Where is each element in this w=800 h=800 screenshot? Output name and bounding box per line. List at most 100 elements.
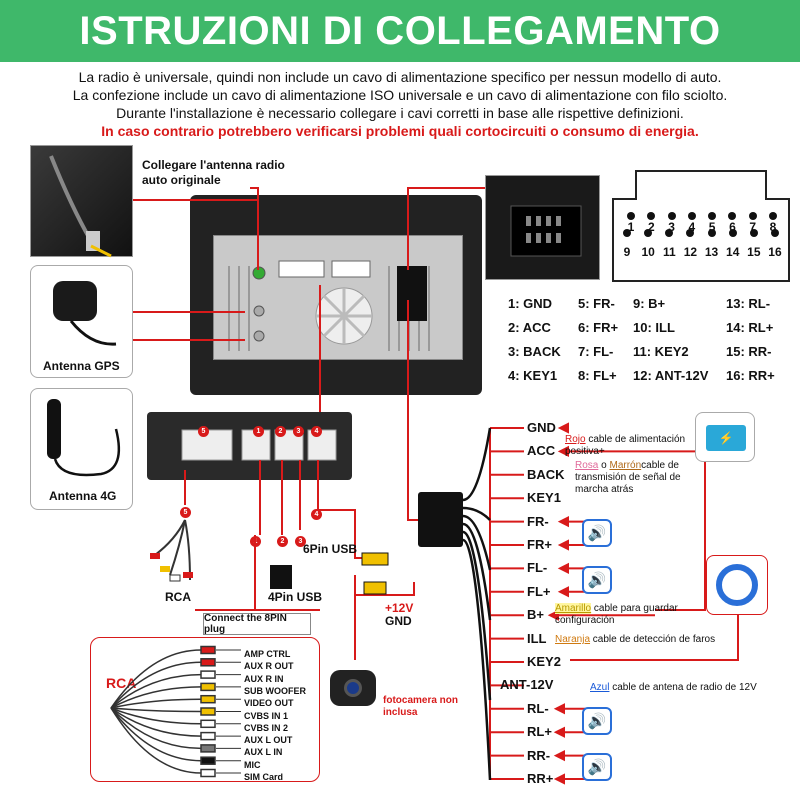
pin-dot-icon [647,212,656,220]
speaker-icon: 🔊 [582,753,612,782]
rca-fan-wire [110,707,202,774]
rca-fan-wire [110,707,202,750]
rca-plug-icon [200,694,216,704]
battery-icon: ⚡ [706,425,746,451]
pin-dot-icon [627,212,635,220]
rca-fan-wire [110,698,202,709]
rca-item: CVBS IN 2 [244,722,289,733]
pin-table-cell: 10: ILL [633,320,675,335]
pin-dot-icon [768,212,777,220]
rca-fan-wire [110,707,202,725]
rca-fan-wire [110,707,202,737]
iso-plug-icon [510,205,582,257]
wire-arrow-icon [557,445,569,458]
rca-plug-icon [200,645,216,655]
pin-dot-icon [748,212,757,220]
iso-pin-top: 7 [744,212,762,234]
pin-table-cell: 13: RL- [726,296,771,311]
acc-desc-color: Rojo [565,434,586,445]
rca-plug-icon [200,682,216,692]
rca-box-title: RCA [106,675,137,691]
rca-label: RCA [165,590,191,604]
connector-number-badge: 4 [311,509,322,520]
wire-label: ACC [527,443,556,459]
rca-plug-icon [200,756,216,765]
acc-desc-text: cable de alimentación positiva+ [565,434,686,457]
wire-label: FR+ [527,537,552,552]
wire-label: FL- [527,560,548,576]
iso-pin-number: 15 [747,245,761,259]
pin-table-cell: 4: KEY1 [508,368,558,383]
pin-dot-icon [644,229,653,237]
wire-label: FR- [527,513,549,529]
ant-desc: Azul cable de antena de radio de 12V [590,682,790,694]
4g-antenna-label: Antenna 4G [49,489,117,503]
connector-number-badge: 4 [311,426,322,437]
pin-dot-icon [707,229,716,237]
4g-antenna-box: Antenna 4G [30,388,133,510]
rca-plug-icon [200,731,216,741]
steering-wheel-icon [716,564,758,606]
rca-fan-wire [110,661,202,709]
wire-arrow-icon [553,749,565,762]
iso-pin-number: 3 [668,220,675,234]
intro-line-2: La confezione include un cavo di aliment… [72,87,728,103]
pin-dot-icon [665,229,674,237]
iso-pin-number: 13 [704,245,719,259]
head-unit-back-panel [213,235,463,360]
rca-fan-icon [110,645,241,778]
ill-desc-color: Naranja [555,634,591,645]
wire-label: BACK [527,466,565,482]
iso-pin-top: 2 [642,212,660,234]
rca-item: SIM Card [244,772,284,782]
iso-pin-top: 1 [622,212,640,234]
rca-plug-icon [200,670,216,679]
iso-pin-top: 3 [663,212,681,234]
usb6-label: 6Pin USB [303,542,358,556]
rca-item: CVBS IN 1 [244,710,289,721]
camera-body [330,670,376,706]
iso-pin-top: 5 [703,212,721,234]
connector-number-badge: 5 [180,507,191,518]
rca-fan-wire [110,649,202,709]
ill-desc-text: cable de detección de faros [590,634,716,645]
rca-plug-icon [200,744,216,753]
pin-dot-icon [749,229,758,237]
iso-pin-number: 12 [683,245,698,259]
wire-label: FL+ [527,583,551,599]
rca-fan-wire [110,686,202,709]
rca-fan-wire [110,673,202,709]
iso-pin-bottom: 14 [724,229,742,259]
iso-pin-number: 7 [749,220,757,234]
iso-pin-bottom: 13 [703,229,721,259]
iso-pin-bottom: 9 [618,229,636,259]
rca-item: SUB WOOFER [244,685,306,696]
pin-dot-icon [708,212,717,220]
pin-dot-icon [623,229,631,237]
ant-desc-text: cable de antena de radio de 12V [609,682,757,693]
iso-pin-number: 2 [647,220,655,234]
iso-pin-top: 6 [723,212,741,234]
connect-8pin-box: Connect the 8PIN plug [203,613,311,635]
rca-item: AUX L IN [244,747,283,758]
speaker-icon: 🔊 [582,566,612,595]
iso-pin-bottom: 15 [745,229,763,259]
connector-number-badge: 2 [277,536,288,547]
battery-box: ⚡ [695,412,755,462]
rca-item: AUX R OUT [244,661,294,672]
intro-line-3: Durante l'installazione è necessario col… [116,105,684,121]
ill-desc: Naranja cable de detección de faros [555,634,755,646]
rca-item: MIC [244,759,261,770]
rca-item: VIDEO OUT [244,698,294,709]
connect-8pin-label: Connect the 8PIN plug [204,613,287,635]
wire-label: GND [527,420,556,435]
iso-pin-bottom: 16 [766,229,784,259]
iso-pin-number: 5 [708,220,716,234]
wire-label: RL+ [527,724,552,740]
back-desc-color-2: Marrón [609,460,642,471]
pin-table-cell: 5: FR- [578,296,615,311]
